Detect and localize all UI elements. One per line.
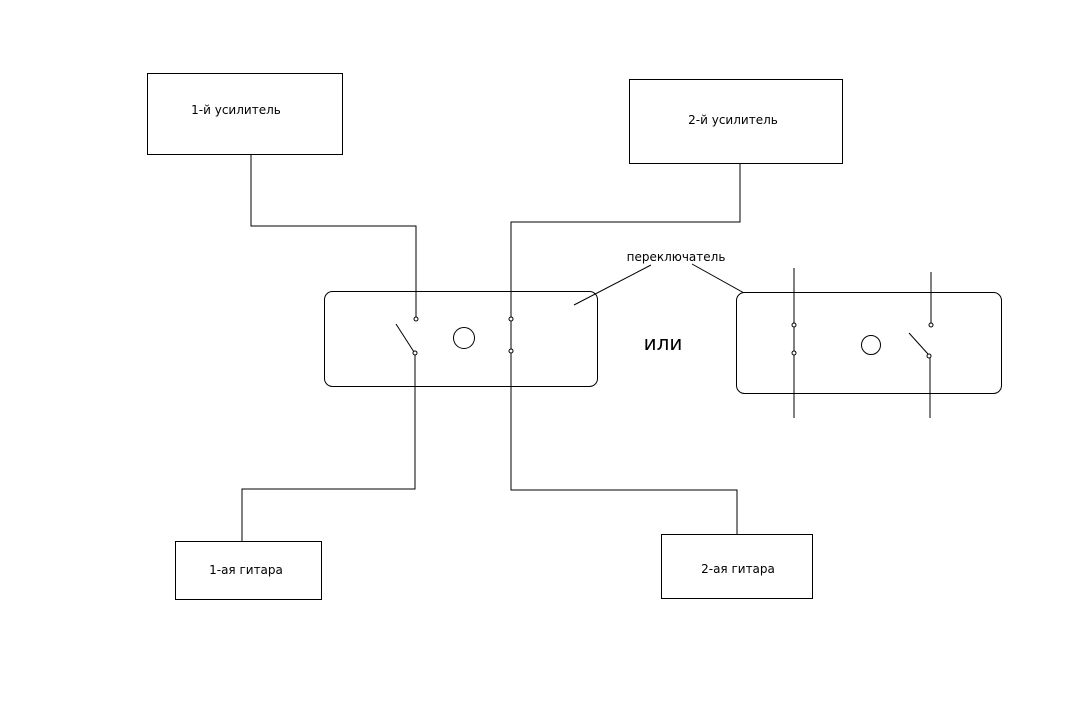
guitar2-box xyxy=(661,534,813,599)
right-switch-lever xyxy=(908,332,929,355)
right-switch-terminal xyxy=(791,322,797,328)
right-switch-terminal xyxy=(791,350,797,356)
left-switch-terminal xyxy=(508,348,514,354)
guitar1-box xyxy=(175,541,322,600)
or-label: или xyxy=(644,331,683,355)
guitar1-node: 1-ая гитара xyxy=(175,541,322,600)
amp1-box xyxy=(147,73,343,155)
left-switch-terminal xyxy=(508,316,514,322)
switch-callout: переключатель xyxy=(573,250,772,309)
switch-callout-label: переключатель xyxy=(627,250,726,264)
left-switch-knob xyxy=(453,327,475,349)
guitar2-label: 2-ая гитара xyxy=(701,562,775,576)
amp2-box xyxy=(629,79,843,164)
wire-amp1-switch xyxy=(250,154,417,317)
wire-amp2-switch xyxy=(510,163,741,317)
amp2-node: 2-й усилитель xyxy=(629,79,843,164)
left-switch-terminal xyxy=(412,350,418,356)
wire-switch-guitar1 xyxy=(241,355,416,541)
right-switch-terminal xyxy=(928,322,934,328)
amp1-label: 1-й усилитель xyxy=(191,103,281,117)
right-switch-terminal xyxy=(926,353,932,359)
amp1-node: 1-й усилитель xyxy=(147,73,343,155)
guitar1-label: 1-ая гитара xyxy=(209,563,283,577)
left-switch-terminal xyxy=(413,316,419,322)
right-switch xyxy=(736,268,1002,418)
left-switch-lever xyxy=(395,323,415,353)
right-switch-knob xyxy=(861,335,881,355)
callout-leader-left xyxy=(573,264,652,306)
guitar2-node: 2-ая гитара xyxy=(661,534,813,599)
left-switch xyxy=(324,291,598,387)
amp2-label: 2-й усилитель xyxy=(688,113,778,127)
wiring xyxy=(241,154,741,541)
wire-switch-guitar2 xyxy=(510,353,738,534)
